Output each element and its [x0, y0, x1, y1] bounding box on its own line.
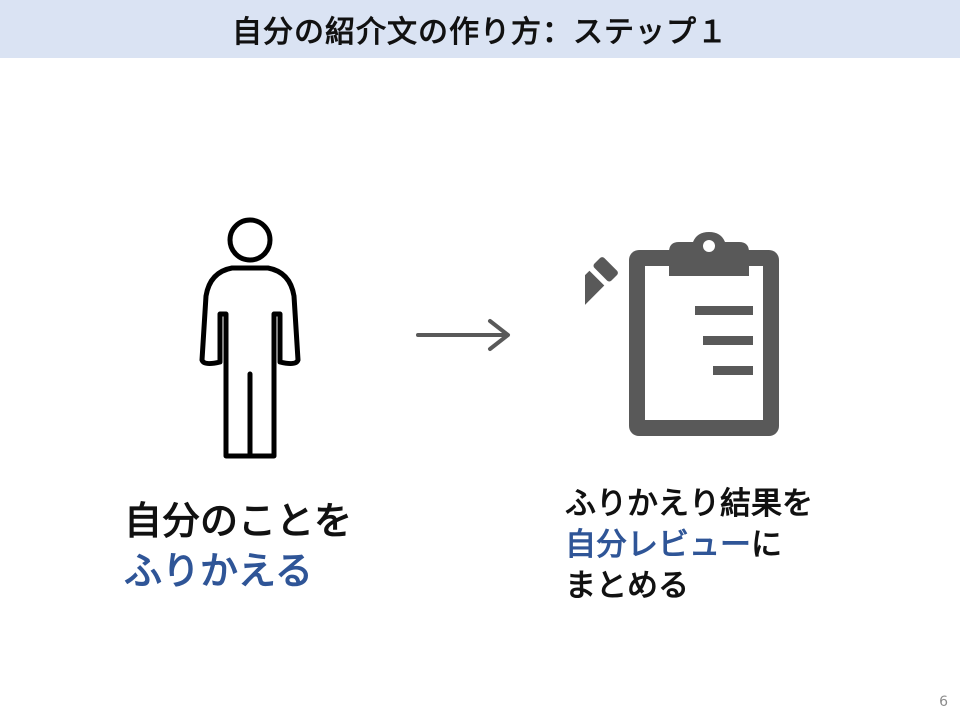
- left-caption: 自分のことを ふりかえる: [124, 496, 352, 596]
- title-bar: 自分の紹介文の作り方：ステップ１: [0, 0, 960, 58]
- right-caption-line2: 自分レビューに: [565, 525, 813, 566]
- right-caption-accent: 自分レビュー: [565, 527, 751, 563]
- right-caption-line2-rest: に: [751, 527, 782, 563]
- page-number: 6: [939, 694, 948, 710]
- right-caption: ふりかえり結果を 自分レビューに まとめる: [565, 484, 813, 607]
- right-caption-line1: ふりかえり結果を: [565, 486, 813, 522]
- left-caption-line1: 自分のことを: [124, 499, 353, 543]
- left-caption-line2: ふりかえる: [124, 549, 313, 593]
- right-caption-line3: まとめる: [565, 568, 689, 604]
- person-icon: [199, 217, 301, 459]
- clipboard-pencil-icon: [585, 232, 779, 436]
- arrow-right-icon: [416, 319, 510, 351]
- page-title: 自分の紹介文の作り方：ステップ１: [232, 15, 728, 50]
